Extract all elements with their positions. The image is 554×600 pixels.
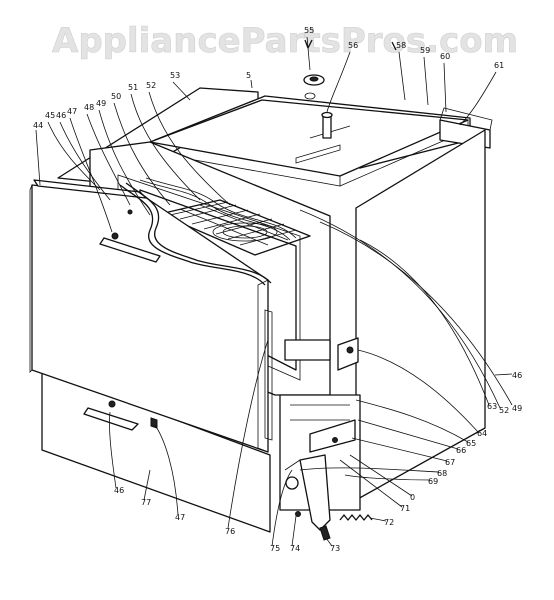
callout-label: 59: [420, 46, 430, 55]
callout-label: 46: [56, 111, 66, 120]
callout-label: 55: [304, 26, 314, 35]
callout-label: 77: [141, 498, 151, 507]
callout-label: 47: [67, 107, 77, 116]
callout-label: 45: [45, 111, 55, 120]
callout-label: 53: [170, 71, 180, 80]
callout-label: 69: [428, 477, 438, 486]
hinge-bracket-upper: [337, 337, 359, 371]
callout-label: 58: [396, 41, 406, 50]
callout-label: 56: [348, 41, 358, 50]
callout-label: 49: [96, 99, 106, 108]
callout-label: 75: [270, 544, 280, 553]
callout-label: 52: [146, 81, 156, 90]
callout-label: 46: [512, 371, 522, 380]
callout-label: 49: [512, 404, 522, 413]
door-handle: [99, 237, 161, 263]
drawer-handle: [83, 407, 139, 431]
door-spring: [339, 514, 373, 521]
callout-label: 5: [246, 71, 251, 80]
top-post: [322, 114, 332, 139]
callout-label: 71: [400, 504, 410, 513]
callout-label: 0: [410, 493, 415, 502]
callout-label: 66: [456, 446, 466, 455]
leader-lines: [35, 36, 513, 547]
callout-label: 63: [487, 402, 497, 411]
door-gasket: [119, 184, 266, 286]
callout-label: 65: [466, 439, 476, 448]
callout-label: 67: [445, 458, 455, 467]
callout-label: 61: [494, 61, 504, 70]
watermark: AppliancePartsPros.com: [52, 21, 518, 61]
hinge-arm: [299, 454, 331, 531]
callout-label: 68: [437, 469, 447, 478]
callout-label: 51: [128, 83, 138, 92]
callout-label: 46: [114, 486, 124, 495]
callout-label: 72: [384, 518, 394, 527]
hinge-bracket-lower: [309, 419, 356, 453]
callout-label: 74: [290, 544, 300, 553]
callout-label: 48: [84, 103, 94, 112]
callout-label: 73: [330, 544, 340, 553]
lower-chassis: [279, 394, 361, 511]
callout-label: 76: [225, 527, 235, 536]
callout-label: 60: [440, 52, 450, 61]
callout-label: 52: [499, 406, 509, 415]
callout-label: 47: [175, 513, 185, 522]
callout-label: 64: [477, 429, 487, 438]
bake-burner: [212, 222, 278, 242]
broiler-pan: [284, 339, 331, 361]
callout-label: 44: [33, 121, 43, 130]
callout-label: 50: [111, 92, 121, 101]
